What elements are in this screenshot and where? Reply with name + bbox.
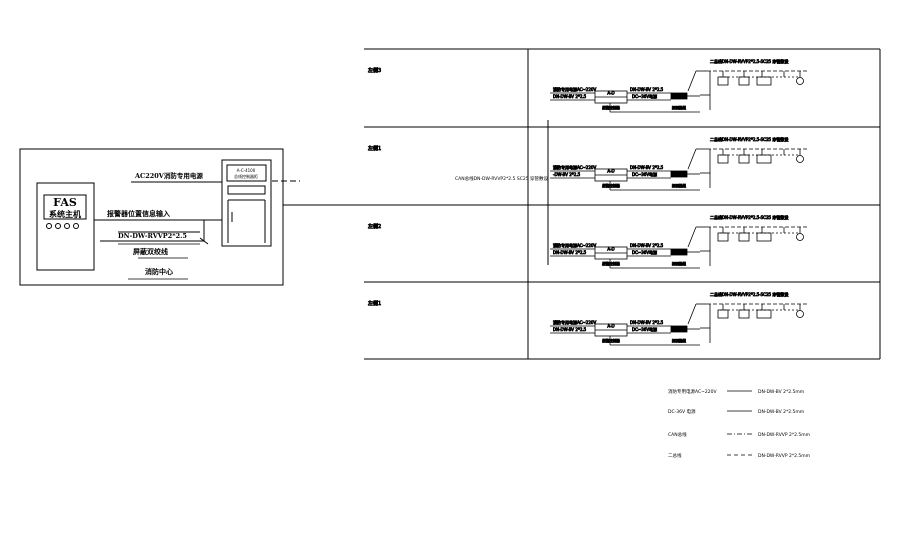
controller-block — [670, 248, 688, 256]
dc-cable-label: DN-DW-BV 2*2.5 — [630, 87, 664, 92]
power-cable-label: DN-DW-BV 2*2.5 — [553, 94, 587, 99]
detector-icon — [756, 154, 772, 164]
power-in-label: 消防专用电源AC~220V — [553, 164, 596, 170]
legend-spec: DN-DW-BV 2*2.5mm — [758, 409, 804, 415]
floor-label: 左侧1 — [368, 145, 381, 152]
legend-spec: DN-DW-RVVP 2*2.5mm — [758, 432, 810, 438]
sounder-icon — [796, 310, 804, 318]
module-label: A-D — [607, 247, 614, 252]
detector-icon — [738, 309, 750, 319]
fas-indicator — [73, 223, 79, 229]
dc-cable-label: DN-DW-BV 2*2.5 — [630, 243, 664, 248]
controller-label: 探测器组 — [672, 261, 686, 266]
floor-label: 左侧2 — [368, 223, 381, 230]
legend-label: CAN总线 — [668, 431, 687, 438]
fas-indicator — [64, 223, 70, 229]
power-in-label: 消防专用电源AC~220V — [553, 242, 596, 248]
power-cable-label: DN-DW-BV 2*2.5 — [553, 250, 587, 255]
legend-label: 二总线 — [668, 452, 682, 459]
floor-row: 左侧1 二总线DN-DW-RVVP2*2.5-SC25 穿管敷设消防专用电源AC~… — [368, 291, 808, 346]
sounder-icon — [796, 155, 804, 163]
dc-cable-label: DN-DW-BV 2*2.5 — [630, 165, 664, 170]
detector-icon — [717, 309, 729, 319]
cabinet-display — [227, 185, 266, 195]
controller-block — [670, 325, 688, 333]
power-in-label: 消防专用电源AC~220V — [553, 86, 596, 92]
fas-host-label-frame — [43, 194, 87, 220]
detector-icon — [738, 232, 750, 242]
detector-icon — [756, 76, 772, 86]
cabinet-title-frame — [226, 164, 267, 182]
module-sub-label: 报警控制器 — [602, 183, 620, 188]
legend-label: 消防专用电源AC~220V — [668, 388, 718, 395]
dc-out-label: DC~36V电源 — [632, 93, 657, 99]
legend-label: DC-36V 电源 — [668, 408, 696, 415]
power-label: AC220V消防专用电源 — [134, 171, 203, 180]
module-label: A-D — [607, 169, 614, 174]
module-label: A-D — [607, 91, 614, 96]
cable-spec: DN-DW-RVVP2*2.5 — [118, 232, 187, 240]
detector-icon — [756, 232, 772, 242]
module-sub-label: 报警控制器 — [602, 338, 620, 343]
fas-indicator — [46, 223, 52, 229]
dc-cable-label: DN-DW-BV 2*2.5 — [630, 320, 664, 325]
bus-spec: 二总线DN-DW-RVVP2*2.5-SC25 穿管敷设 — [710, 136, 788, 142]
module-sub-label: 报警控制器 — [602, 105, 620, 110]
floor-label: 左侧1 — [368, 300, 381, 307]
fas-host-box — [36, 182, 95, 271]
sounder-icon — [796, 233, 804, 241]
floor-frame — [364, 48, 881, 360]
dc-out-label: DC~36V电源 — [632, 249, 657, 255]
room-label: 消防中心 — [145, 267, 173, 276]
fire-control-center — [19, 148, 420, 286]
power-in-label: 消防专用电源AC~220V — [553, 319, 596, 325]
floor-row: 左侧2 二总线DN-DW-RVVP2*2.5-SC25 穿管敷设消防专用电源AC~… — [368, 214, 808, 269]
bus-spec: 二总线DN-DW-RVVP2*2.5-SC25 穿管敷设 — [710, 58, 788, 64]
controller-block — [670, 92, 688, 100]
fas-title: FAS — [53, 196, 77, 209]
sounder-icon — [796, 77, 804, 85]
bus-spec: 二总线DN-DW-RVVP2*2.5-SC25 穿管敷设 — [710, 291, 788, 297]
legend: 消防专用电源AC~220V DN-DW-BV 2*2.5mm DC-36V 电源… — [668, 388, 810, 459]
can-bus-label: CAN总线DN-DW-RVVP2*2.5 SC25 穿管敷设 — [455, 175, 549, 182]
detector-icon — [717, 154, 729, 164]
cabinet-title-2: 总线控制器柜 — [234, 173, 258, 179]
controller-label: 探测器组 — [672, 105, 686, 110]
fas-indicator — [55, 223, 61, 229]
fire-center-outline — [19, 148, 284, 286]
detector-icon — [738, 154, 750, 164]
cabinet-title-1: A-C-4100 — [237, 168, 256, 173]
module-label: A-D — [607, 324, 614, 329]
controller-label: 探测器组 — [672, 183, 686, 188]
power-cable-label: DN-DW-BV 2*2.5 — [553, 327, 587, 332]
detector-icon — [756, 309, 772, 319]
cable-desc: 屏蔽双绞线 — [132, 247, 168, 256]
cable-tick — [199, 237, 209, 245]
dc-out-label: DC~36V电源 — [632, 326, 657, 332]
floor-row: 左侧3 二总线DN-DW-RVVP2*2.5-SC25 穿管敷设消防专用电源AC~… — [368, 58, 808, 113]
detector-icon — [717, 232, 729, 242]
detector-icon — [738, 76, 750, 86]
bus-spec: 二总线DN-DW-RVVP2*2.5-SC25 穿管敷设 — [710, 214, 788, 220]
detector-icon — [717, 76, 729, 86]
controller-block — [670, 170, 688, 178]
controller-label: 探测器组 — [672, 338, 686, 343]
alarm-input-label: 报警器位置信息输入 — [107, 209, 170, 218]
module-sub-label: 报警控制器 — [602, 261, 620, 266]
dc-out-label: DC~36V电源 — [632, 171, 657, 177]
power-cable-label: -DW-BV 2*2.5 — [553, 172, 581, 177]
fas-subtitle: 系统主机 — [49, 209, 81, 219]
floor-label: 左侧3 — [368, 67, 381, 74]
legend-spec: DN-DW-RVVP 2*2.5mm — [758, 453, 810, 459]
legend-spec: DN-DW-BV 2*2.5mm — [758, 389, 804, 395]
controller-cabinet — [221, 159, 272, 247]
floor-row: 左侧1 二总线DN-DW-RVVP2*2.5-SC25 穿管敷设消防专用电源AC~… — [368, 136, 808, 191]
